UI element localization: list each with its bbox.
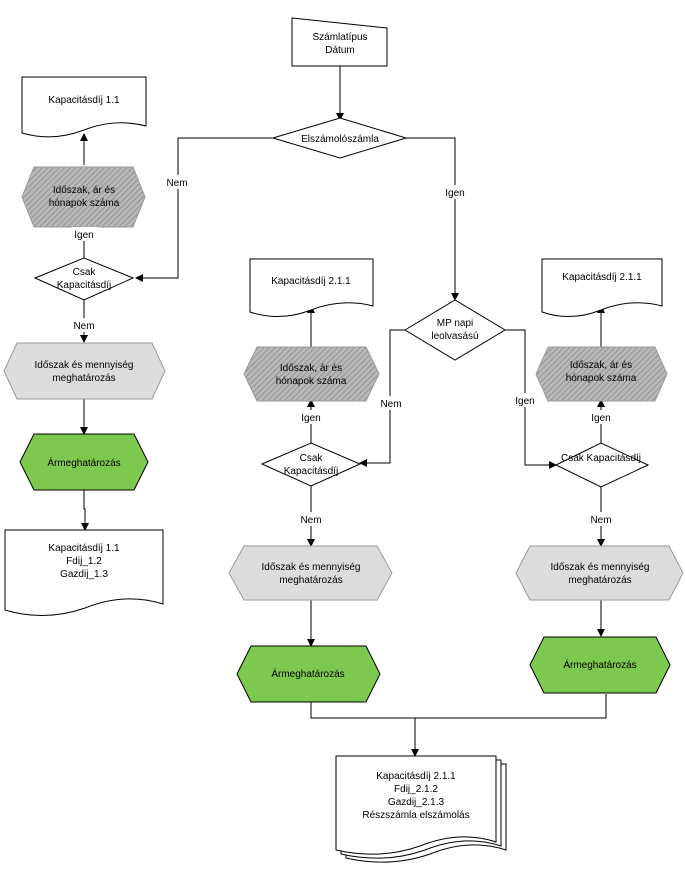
right-hatched-process: Időszak, ár és hónapok száma [535, 346, 668, 402]
final-multi-document: Kapacitásdíj 2.1.1 Fdij_2.1.2 Gazdij_2.1… [335, 755, 507, 863]
middle-price-process: Ármeghatározás [236, 645, 381, 703]
right-period-process: Időszak és mennyiség meghatározás [515, 545, 684, 601]
final-doc-label-2: Fdij_2.1.2 [394, 784, 438, 795]
left-doc-top-label: Kapacitásdíj 1.1 [48, 95, 120, 106]
right-period-label-2: meghatározás [568, 575, 631, 586]
edge-label-nem-mp: Nem [380, 399, 401, 410]
right-doc-top-label: Kapacitásdíj 2.1.1 [562, 272, 642, 283]
right-decision-label-1: Csak Kapacitásdíj [561, 453, 641, 464]
right-hatched-label-1: Időszak, ár és [570, 360, 632, 371]
decision-mp-label-2: leolvasású [431, 331, 478, 342]
left-period-process: Időszak és mennyiség meghatározás [3, 342, 166, 400]
right-hatched-label-2: hónapok száma [566, 373, 637, 384]
decision-mp-label-1: MP napi [437, 318, 474, 329]
left-decision-label-1: Csak [73, 267, 97, 278]
decision-mp-napi: MP napi leolvasású [404, 299, 506, 361]
edge-label-nem-left: Nem [73, 321, 94, 332]
arrow-right-to-final [415, 694, 607, 719]
decision-elszamoloszamla: Elszámolószámla [271, 117, 408, 159]
final-doc-label-4: Részszámla elszámolás [362, 810, 469, 821]
middle-hatched-process: Időszak, ár és hónapok száma [243, 346, 380, 402]
input-label-2: Dátum [325, 45, 354, 56]
left-doc-bottom-label-2: Fdij_1.2 [66, 556, 102, 567]
middle-hatched-label-1: Időszak, ár és [280, 363, 342, 374]
left-decision-csak: Csak Kapacitásdíj [33, 257, 135, 301]
left-doc-bottom-label-1: Kapacitásdíj 1.1 [48, 543, 120, 554]
right-decision-csak: Csak Kapacitásdíj [554, 442, 650, 488]
edge-label-nem-right: Nem [590, 515, 611, 526]
middle-doc-top-label: Kapacitásdíj 2.1.1 [271, 276, 351, 287]
middle-price-label: Ármeghatározás [271, 667, 344, 680]
middle-period-label-1: Időszak és mennyiség [262, 562, 361, 573]
left-doc-bottom: Kapacitásdíj 1.1 Fdij_1.2 Gazdij_1.3 [4, 529, 164, 616]
right-price-process: Ármeghatározás [529, 636, 671, 694]
left-period-label-1: Időszak és mennyiség [35, 360, 134, 371]
input-label-1: Számlatípus [312, 32, 367, 43]
edge-label-nem-main: Nem [166, 178, 187, 189]
left-doc-bottom-label-3: Gazdij_1.3 [60, 569, 108, 580]
left-price-process: Ármeghatározás [19, 433, 149, 491]
middle-hatched-label-2: hónapok száma [276, 376, 347, 387]
right-period-label-1: Időszak és mennyiség [551, 562, 650, 573]
middle-period-process: Időszak és mennyiség meghatározás [228, 545, 393, 601]
arrow-left-price-down [81, 490, 89, 531]
edge-label-nem-middle: Nem [300, 515, 321, 526]
edge-label-igen-main: Igen [445, 188, 464, 199]
final-doc-label-3: Gazdij_2.1.3 [388, 797, 445, 808]
left-hatched-process: Időszak, ár és hónapok száma [21, 166, 146, 228]
arrow-main-igen [406, 137, 459, 301]
right-doc-top: Kapacitásdíj 2.1.1 [541, 258, 663, 317]
left-decision-label-2: Kapacitásdíj [57, 280, 111, 291]
middle-doc-top: Kapacitásdíj 2.1.1 [249, 258, 374, 317]
edge-label-igen-middle: Igen [301, 413, 320, 424]
input-shape: Számlatípus Dátum [291, 17, 388, 67]
left-doc-top: Kapacitásdíj 1.1 [21, 76, 147, 138]
middle-decision-label-2: Kapacitásdíj [284, 466, 338, 477]
left-hatched-label-1: Időszak, ár és [53, 185, 115, 196]
edge-label-igen-right: Igen [591, 413, 610, 424]
final-doc-label-1: Kapacitásdíj 2.1.1 [376, 771, 456, 782]
middle-decision-csak: Csak Kapacitásdíj [260, 442, 362, 487]
left-period-label-2: meghatározás [52, 373, 115, 384]
edge-label-igen-left: Igen [74, 230, 93, 241]
left-hatched-label-2: hónapok száma [49, 198, 120, 209]
decision-main-label: Elszámolószámla [301, 134, 379, 145]
arrow-main-nem [135, 137, 273, 282]
edge-label-igen-mp: Igen [515, 396, 534, 407]
middle-decision-label-1: Csak [300, 453, 324, 464]
left-price-label: Ármeghatározás [47, 456, 120, 469]
middle-period-label-2: meghatározás [279, 575, 342, 586]
right-price-label: Ármeghatározás [563, 658, 636, 671]
